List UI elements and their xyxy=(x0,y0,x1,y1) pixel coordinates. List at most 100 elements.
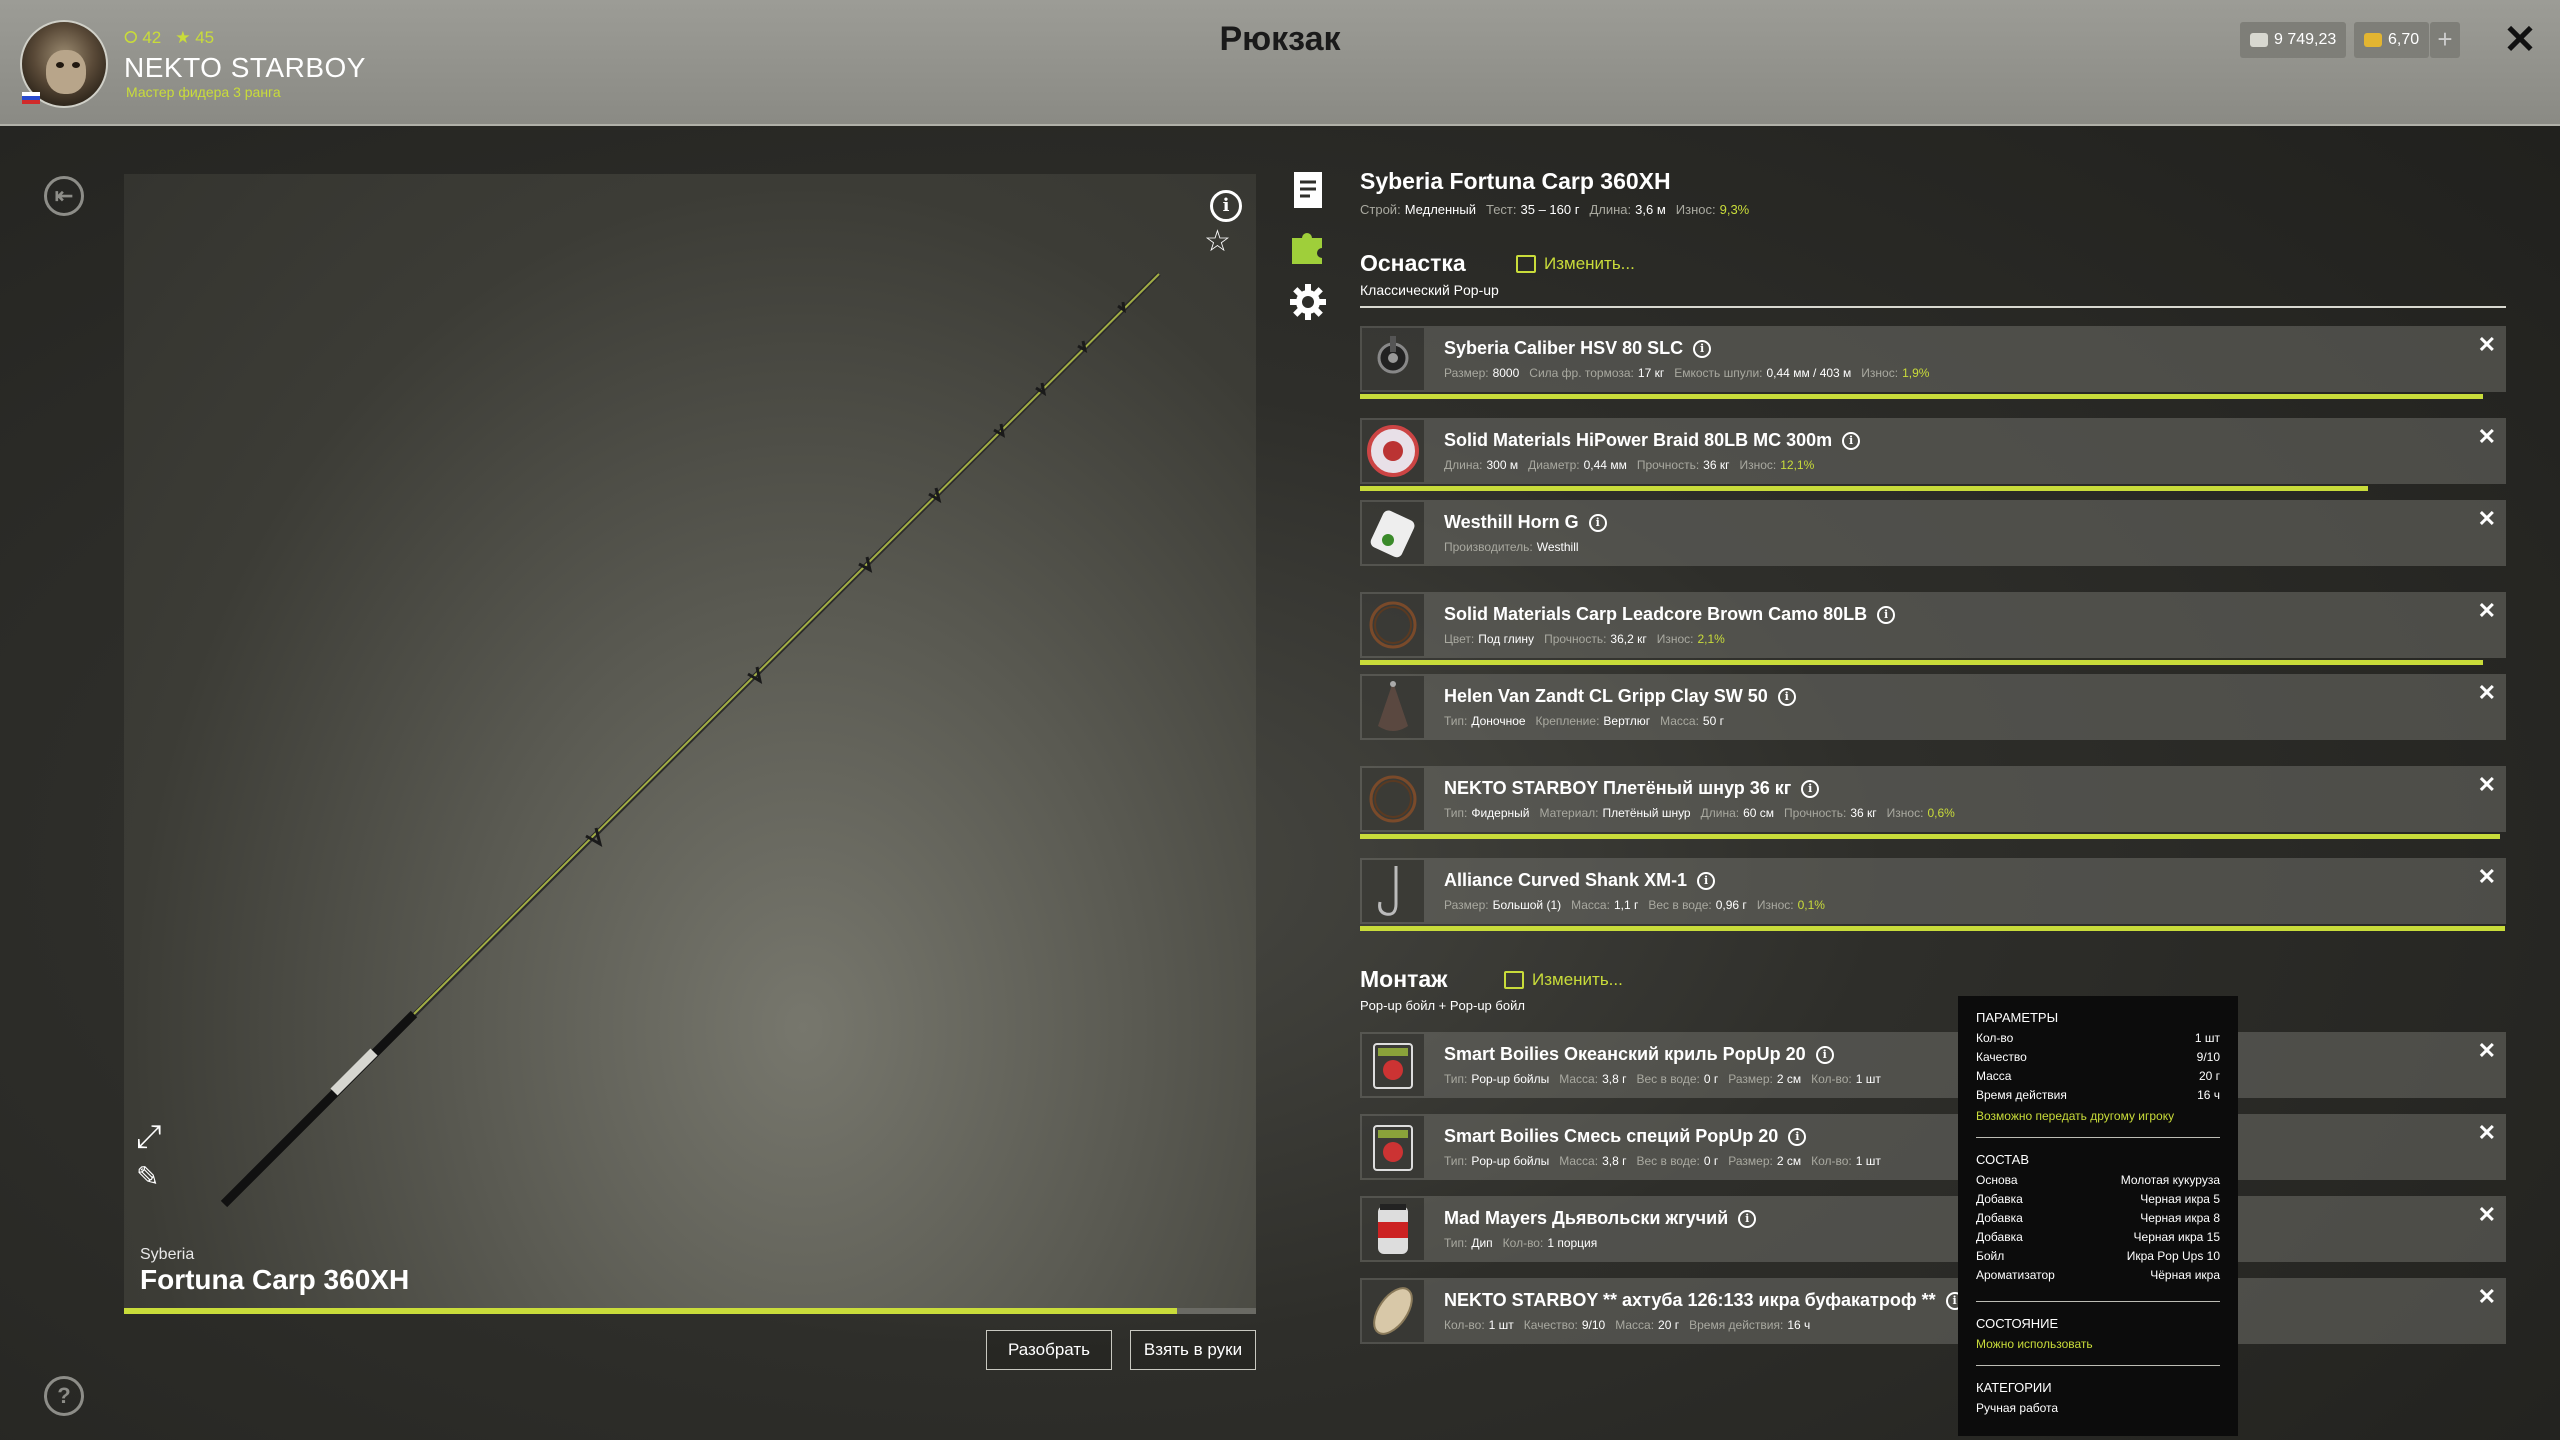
expand-icon[interactable]: ⤢ xyxy=(136,1118,162,1154)
list-item[interactable]: NEKTO STARBOY ** ахтуба 126:133 икра буф… xyxy=(1360,1278,2506,1344)
info-icon[interactable]: i xyxy=(1777,687,1796,706)
add-currency-button[interactable]: + xyxy=(2430,22,2460,58)
remove-item-icon[interactable]: ✕ xyxy=(2477,424,2496,449)
remove-item-icon[interactable]: ✕ xyxy=(2477,506,2496,531)
remove-item-icon[interactable]: ✕ xyxy=(2477,772,2496,797)
stat-key: Длина: xyxy=(1589,202,1632,217)
item-name: Solid Materials HiPower Braid 80LB MC 30… xyxy=(1444,430,1861,451)
item-thumbnail xyxy=(1362,1034,1424,1096)
item-name-text: Alliance Curved Shank XM-1 xyxy=(1444,870,1688,890)
tooltip-value: Черная икра 15 xyxy=(2133,1230,2220,1244)
remove-item-icon[interactable]: ✕ xyxy=(2477,1120,2496,1145)
tooltip-key: Кол-во xyxy=(1976,1031,2014,1045)
remove-item-icon[interactable]: ✕ xyxy=(2477,1284,2496,1309)
remove-item-icon[interactable]: ✕ xyxy=(2477,1202,2496,1227)
info-icon[interactable]: i xyxy=(1697,871,1716,890)
stat-value: 0,44 мм / 403 м xyxy=(1766,366,1852,380)
take-in-hands-button[interactable]: Взять в руки xyxy=(1130,1330,1256,1370)
remove-item-icon[interactable]: ✕ xyxy=(2477,680,2496,705)
puzzle-icon[interactable] xyxy=(1288,226,1328,266)
star-icon[interactable]: ☆ xyxy=(1204,225,1231,258)
item-thumbnail xyxy=(1362,1198,1424,1260)
rod-viewer[interactable]: i ☆ ⤢ ✎ Syberia Fortuna Carp 360XH xyxy=(124,174,1256,1312)
item-wear-bar xyxy=(1360,486,2368,491)
gold-balance[interactable]: 6,70 xyxy=(2354,22,2430,58)
info-icon[interactable]: i xyxy=(1738,1209,1757,1228)
info-icon[interactable]: i xyxy=(1801,779,1820,798)
rig-edit-label: Изменить... xyxy=(1544,254,1635,273)
stat-key: Кол-во: xyxy=(1502,1236,1544,1250)
list-item[interactable]: Solid Materials HiPower Braid 80LB MC 30… xyxy=(1360,418,2506,484)
stat-value: Фидерный xyxy=(1471,806,1530,820)
item-stats: Производитель:Westhill xyxy=(1444,540,1589,554)
info-icon[interactable]: i xyxy=(1842,431,1861,450)
item-thumbnail xyxy=(1362,502,1424,564)
stat-value: Доночное xyxy=(1471,714,1526,728)
stat-key: Цвет: xyxy=(1444,632,1475,646)
disassemble-button[interactable]: Разобрать xyxy=(986,1330,1112,1370)
rod-brand: Syberia xyxy=(140,1246,195,1263)
item-thumbnail xyxy=(1362,768,1424,830)
stat-value: 16 ч xyxy=(1787,1318,1811,1332)
help-icon[interactable]: ? xyxy=(44,1376,84,1416)
stat-key: Износ: xyxy=(1886,806,1924,820)
stat-value: 1,1 г xyxy=(1613,898,1639,912)
stat-key: Износ: xyxy=(1675,202,1716,217)
back-arrow-icon[interactable]: ⇤ xyxy=(44,176,84,216)
info-icon[interactable]: i xyxy=(1210,190,1242,222)
info-icon[interactable]: i xyxy=(1815,1045,1834,1064)
rod-wear-bar xyxy=(124,1308,1256,1314)
stat-key: Кол-во: xyxy=(1811,1072,1852,1086)
stat-key: Износ: xyxy=(1739,458,1777,472)
rig-edit-link[interactable]: Изменить... xyxy=(1516,254,1635,274)
silver-balance[interactable]: 9 749,23 xyxy=(2240,22,2347,58)
mount-edit-label: Изменить... xyxy=(1532,970,1623,989)
stat-key: Кол-во: xyxy=(1811,1154,1852,1168)
document-icon[interactable] xyxy=(1288,170,1328,210)
close-button[interactable]: ✕ xyxy=(2503,18,2537,62)
tooltip-transfer-note: Возможно передать другому игроку xyxy=(1976,1109,2175,1123)
stat-key: Масса: xyxy=(1660,714,1699,728)
info-icon[interactable]: i xyxy=(1588,513,1607,532)
stat-key: Масса: xyxy=(1559,1154,1599,1168)
stat-value: 2 см xyxy=(1776,1072,1802,1086)
stat-key: Строй: xyxy=(1360,202,1401,217)
divider xyxy=(1976,1137,2220,1138)
mount-edit-link[interactable]: Изменить... xyxy=(1504,970,1623,990)
info-icon[interactable]: i xyxy=(1693,339,1712,358)
remove-item-icon[interactable]: ✕ xyxy=(2477,332,2496,357)
stat-key: Тип: xyxy=(1444,806,1468,820)
stat-value: 3,8 г xyxy=(1602,1072,1627,1086)
stat-key: Сила фр. тормоза: xyxy=(1529,366,1634,380)
info-icon[interactable]: i xyxy=(1877,605,1896,624)
tooltip-key: Добавка xyxy=(1976,1211,2023,1225)
remove-item-icon[interactable]: ✕ xyxy=(2477,1038,2496,1063)
brush-icon[interactable]: ✎ xyxy=(136,1161,160,1192)
stat-key: Качество: xyxy=(1523,1318,1578,1332)
list-item[interactable]: Solid Materials Carp Leadcore Brown Camo… xyxy=(1360,592,2506,658)
stat-value: 0 г xyxy=(1703,1072,1719,1086)
info-icon[interactable]: i xyxy=(1788,1127,1807,1146)
gear-icon[interactable] xyxy=(1288,282,1328,322)
remove-item-icon[interactable]: ✕ xyxy=(2477,864,2496,889)
remove-item-icon[interactable]: ✕ xyxy=(2477,598,2496,623)
stat-value: 35 – 160 г xyxy=(1520,202,1580,217)
